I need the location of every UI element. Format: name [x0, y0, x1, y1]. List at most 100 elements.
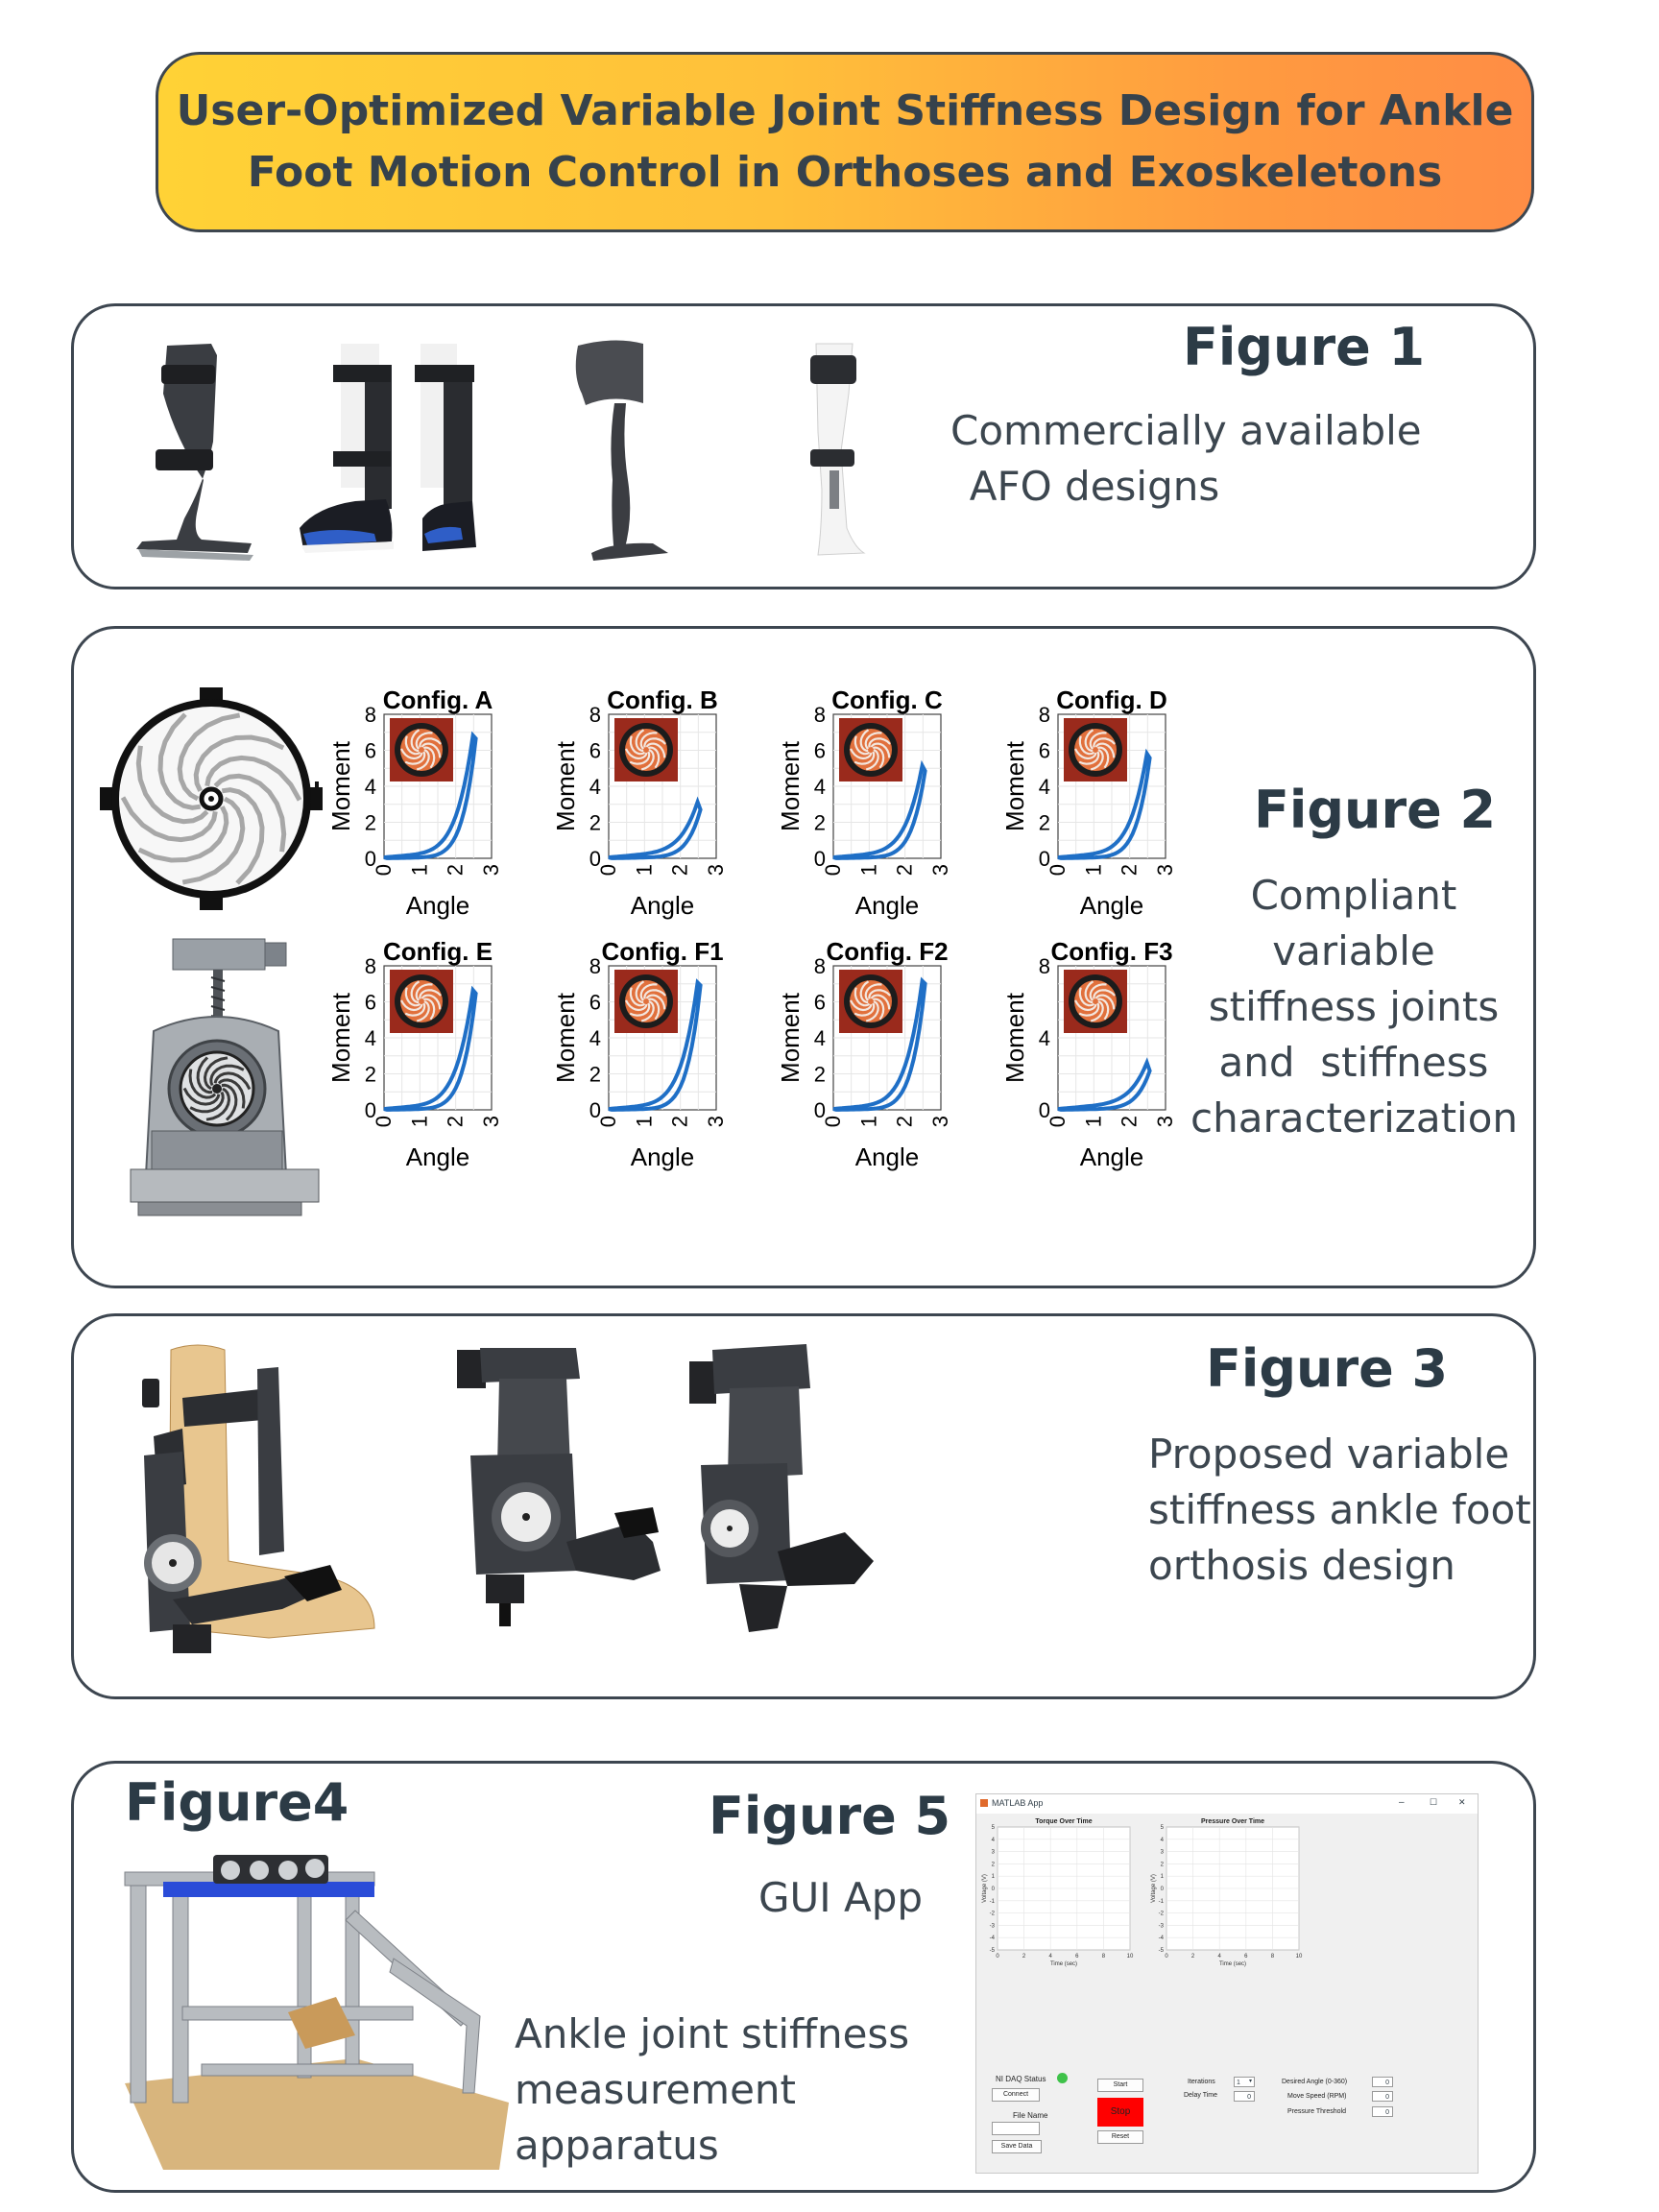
spiral-arm	[410, 729, 421, 753]
x-tick-label: 3	[704, 1116, 728, 1127]
afo-render-with-leg	[142, 1344, 375, 1653]
chevron-down-icon[interactable]: ▾	[1249, 2079, 1253, 2084]
x-tick-label: 1	[856, 1116, 880, 1127]
gui-x-tick: 0	[996, 1954, 999, 1960]
minimize-button[interactable]: –	[1399, 1797, 1405, 1808]
figure3-desc-line-1: Proposed variable	[1148, 1431, 1510, 1478]
delay-time-input[interactable]: 0	[1234, 2091, 1255, 2102]
spiral-arm	[850, 999, 873, 1012]
compliant-joint-drawing	[100, 687, 323, 910]
move-speed-input[interactable]: 0	[1372, 2091, 1393, 2102]
spiral-arm	[629, 735, 646, 756]
y-axis-label: Moment	[776, 992, 805, 1083]
file-name-label: File Name	[1013, 2111, 1048, 2120]
y-tick-label: 2	[814, 1063, 826, 1087]
save-data-button[interactable]: Save Data	[992, 2140, 1042, 2153]
y-axis-label: Moment	[326, 740, 355, 831]
gui-y-tick: -1	[1159, 1899, 1165, 1905]
x-tick-label: 1	[1081, 864, 1105, 876]
afo-render-front	[457, 1348, 661, 1626]
spiral-arm	[419, 989, 442, 999]
connect-button[interactable]: Connect	[992, 2088, 1040, 2102]
x-tick-label: 2	[893, 1116, 917, 1127]
x-tick-label: 2	[444, 864, 468, 876]
figure1-heading: Figure 1	[1183, 317, 1426, 377]
close-button[interactable]: ✕	[1458, 1797, 1466, 1807]
gui-y-tick: 1	[992, 1874, 996, 1880]
y-axis-label: Moment	[1000, 740, 1029, 831]
y-tick-label: 0	[589, 847, 601, 871]
y-tick-label: 2	[589, 811, 601, 835]
joint-photo-spiral	[1074, 729, 1116, 771]
y-tick-label: 0	[1039, 1098, 1050, 1122]
spiral-arm	[645, 742, 666, 758]
gui-y-tick: 2	[1161, 1862, 1165, 1867]
spiral-arm	[203, 1056, 228, 1091]
iterations-select[interactable]: 1	[1234, 2077, 1255, 2087]
joint-photo-spiral	[850, 980, 891, 1022]
x-axis-label: Angle	[855, 891, 920, 920]
spiral-arm	[1097, 998, 1110, 1021]
spiral-arm	[640, 1000, 655, 1022]
spiral-arm	[870, 994, 891, 1010]
x-axis-label: Angle	[631, 891, 695, 920]
plot-title: Config. F1	[601, 937, 723, 966]
spiral-arm	[400, 999, 423, 1012]
joint-photo-spiral	[625, 980, 666, 1022]
file-name-input[interactable]	[992, 2122, 1040, 2135]
figure2-heading: Figure 2	[1254, 780, 1497, 840]
pressure-threshold-input[interactable]: 0	[1372, 2106, 1393, 2117]
x-tick-label: 1	[1081, 1116, 1105, 1127]
y-axis-label: Moment	[1000, 992, 1029, 1083]
spiral-arm	[419, 737, 442, 748]
spiral-arm	[629, 1002, 651, 1017]
y-axis-label: Moment	[551, 992, 580, 1083]
x-tick-label: 2	[668, 864, 692, 876]
start-button[interactable]: Start	[1097, 2079, 1143, 2092]
x-tick-label: 1	[632, 1116, 656, 1127]
y-tick-label: 8	[814, 703, 826, 727]
gui-x-tick: 8	[1271, 1954, 1275, 1960]
gui-y-tick: 3	[1161, 1850, 1165, 1856]
figure1-description: Commercially available AFO designs	[950, 403, 1422, 515]
matlab-logo-icon	[980, 1799, 988, 1807]
figure1-desc-line-2: AFO designs	[969, 463, 1220, 510]
y-tick-label: 8	[1039, 954, 1050, 978]
moment-angle-curve	[383, 985, 478, 1112]
figure3-description: Proposed variable stiffness ankle foot o…	[1148, 1427, 1531, 1594]
gui-y-tick: -2	[1159, 1911, 1165, 1917]
spiral-arm	[135, 745, 209, 825]
x-tick-label: 1	[407, 864, 431, 876]
y-tick-label: 0	[589, 1098, 601, 1122]
figure4-description: Ankle joint stiffness measurement appara…	[515, 2007, 909, 2174]
desired-angle-input[interactable]: 0	[1372, 2077, 1393, 2087]
y-tick-label: 8	[814, 954, 826, 978]
y-tick-label: 4	[365, 1026, 376, 1050]
figure2-desc-line-4: and stiffness	[1218, 1039, 1489, 1086]
gui-x-tick: 2	[1191, 1954, 1195, 1960]
spiral-arm	[1078, 1002, 1100, 1017]
x-tick-label: 3	[928, 864, 952, 876]
y-tick-label: 4	[1039, 1026, 1050, 1050]
spiral-arm	[181, 796, 246, 885]
figure3-desc-line-2: stiffness ankle foot	[1148, 1486, 1531, 1533]
spiral-arm	[864, 983, 882, 1001]
x-axis-label: Angle	[1080, 1142, 1144, 1171]
spiral-arm	[873, 746, 885, 769]
spiral-arm	[1094, 994, 1116, 1010]
spiral-arm	[643, 989, 666, 999]
x-tick-label: 3	[1153, 1116, 1177, 1127]
spiral-arm	[213, 1071, 252, 1091]
x-tick-label: 0	[821, 1116, 845, 1127]
spiral-arm	[410, 980, 421, 1004]
maximize-button[interactable]: ☐	[1430, 1797, 1438, 1807]
stop-button[interactable]: Stop	[1097, 2098, 1143, 2127]
gui-x-tick: 6	[1244, 1954, 1248, 1960]
spiral-arm	[854, 1002, 876, 1017]
reset-button[interactable]: Reset	[1097, 2130, 1143, 2144]
spiral-arm	[635, 980, 645, 1004]
spiral-arm	[204, 755, 302, 802]
x-tick-label: 2	[444, 1116, 468, 1127]
